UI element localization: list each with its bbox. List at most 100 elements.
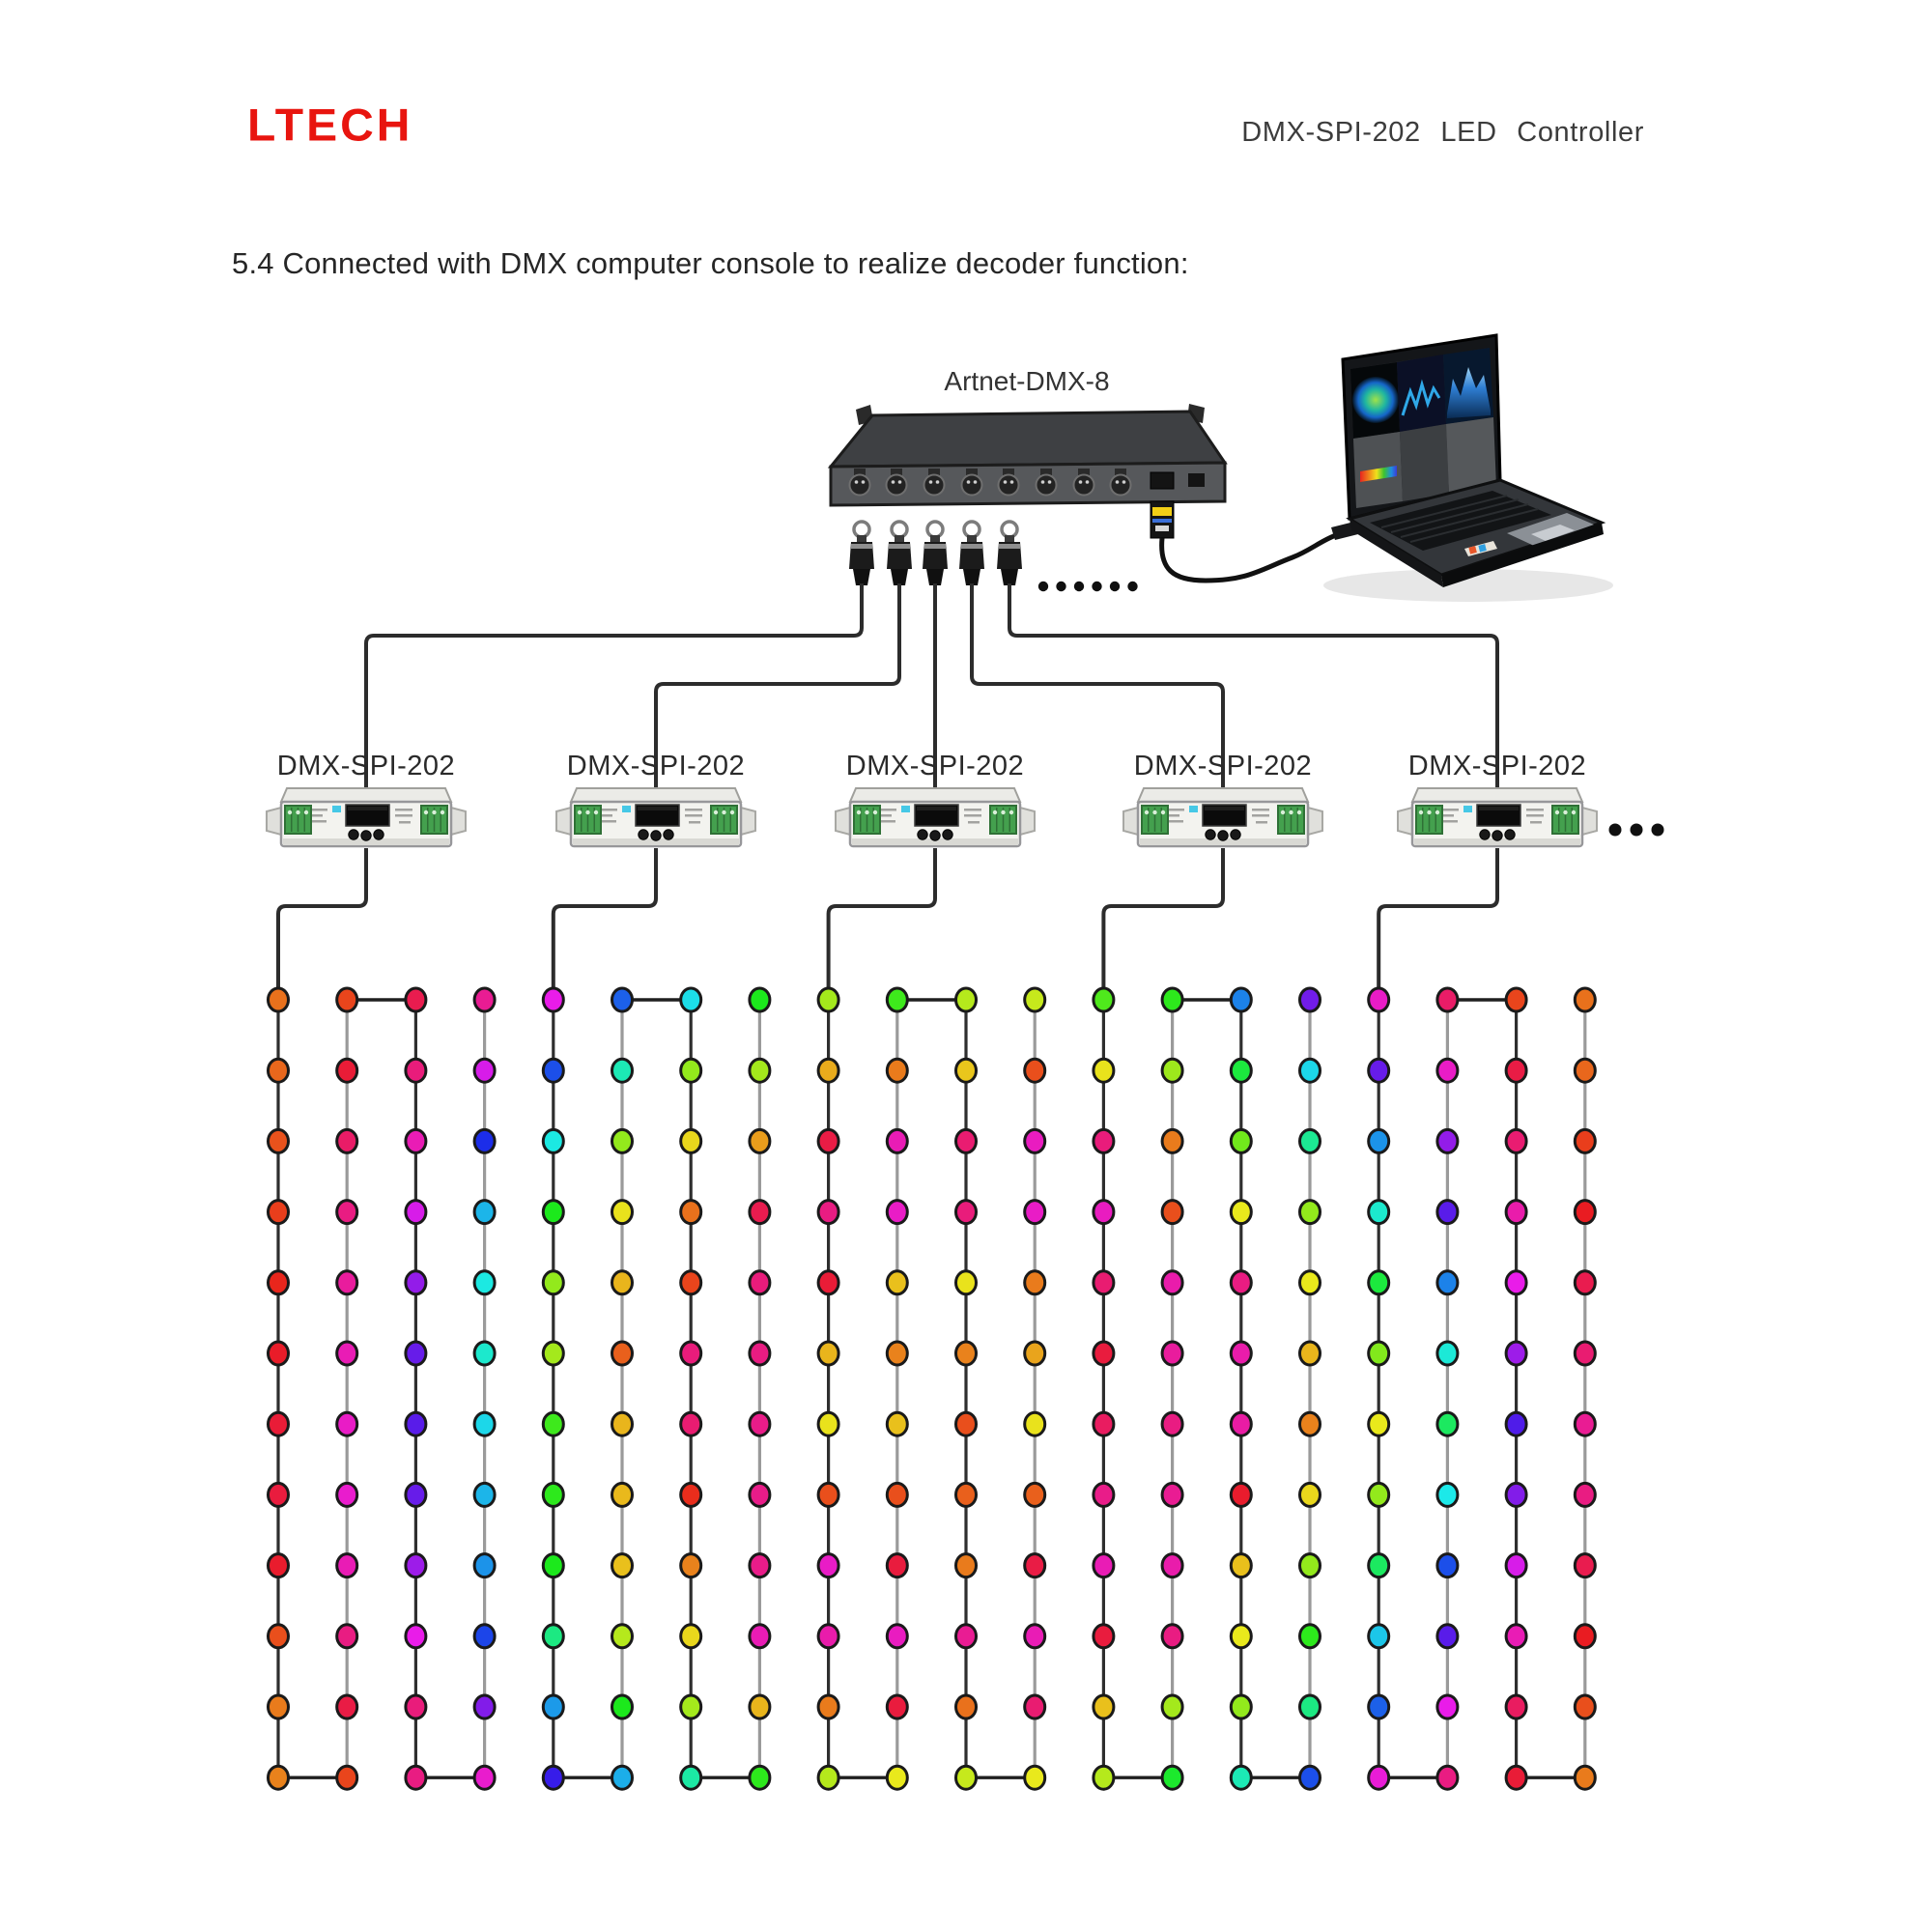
led-pixel (1435, 1764, 1460, 1791)
led-pixel (404, 1764, 428, 1791)
led-pixel (404, 1057, 428, 1084)
led-pixel (541, 1057, 565, 1084)
artnet-label: Artnet-DMX-8 (944, 366, 1109, 396)
led-pixel (335, 1340, 359, 1367)
led-pixel (748, 1552, 772, 1579)
led-pixel (1160, 1481, 1184, 1508)
rainbow-strip (1360, 466, 1397, 482)
led-pixel (1435, 1693, 1460, 1720)
led-pixel (1298, 1199, 1321, 1226)
led-pixel (816, 1623, 840, 1650)
led-pixel (1367, 1693, 1391, 1720)
led-pixel (335, 1693, 359, 1720)
ethernet-port (1150, 471, 1175, 490)
led-pixel (1160, 1410, 1184, 1437)
led-pixel (1573, 1199, 1597, 1226)
push-button (360, 830, 372, 841)
led-pixel (679, 986, 703, 1013)
led-pixel (472, 1057, 497, 1084)
dmx-swirl-visual (1352, 377, 1399, 423)
led-pixel (404, 1623, 428, 1650)
led-pixel (1504, 1199, 1528, 1226)
led-pixel (472, 1340, 497, 1367)
led-pixel (1092, 1410, 1116, 1437)
led-pixel (541, 1199, 565, 1226)
status-led (1463, 806, 1472, 812)
ellipsis-dot (1608, 823, 1622, 837)
led-pixel (267, 986, 290, 1013)
push-button (942, 829, 953, 840)
led-pixel (611, 1693, 634, 1720)
led-pixel (1298, 1481, 1321, 1508)
led-pixel (1298, 1764, 1321, 1791)
led-pixel (1573, 1623, 1597, 1650)
led-pixel (611, 1127, 634, 1154)
led-pixel (1298, 1269, 1321, 1296)
led-pixel (267, 1481, 290, 1508)
dmx-spi-202-controller: DMX-SPI-202 (266, 751, 467, 987)
led-pixel (1229, 1269, 1253, 1296)
led-pixel (1160, 1552, 1184, 1579)
led-pixel (1573, 1693, 1597, 1720)
led-pixel (1229, 1340, 1253, 1367)
ellipsis-dot (1651, 823, 1664, 837)
led-pixel (1573, 1552, 1597, 1579)
led-pixel (679, 1410, 703, 1437)
led-pixel (267, 1127, 290, 1154)
led-pixel (267, 1410, 290, 1437)
laptop-shadow (1323, 569, 1613, 602)
xlr-output-port (1035, 469, 1058, 497)
led-pixel (267, 1552, 290, 1579)
dmx-cable-4 (970, 583, 1225, 788)
led-pixel (885, 1057, 909, 1084)
led-pixel (1092, 1199, 1116, 1226)
led-pixel (748, 1623, 772, 1650)
led-pixel (885, 1340, 909, 1367)
led-pixel (1573, 1340, 1597, 1367)
ethernet-connector (1150, 500, 1175, 539)
led-pixel (679, 1127, 703, 1154)
led-pixel (748, 1693, 772, 1720)
led-pixel (1092, 1340, 1116, 1367)
laptop-cable (1159, 532, 1337, 583)
controller-label: DMX-SPI-202 (846, 751, 1024, 781)
controller-label: DMX-SPI-202 (277, 751, 455, 781)
ellipsis-dot (1037, 581, 1049, 592)
led-pixel (1229, 1693, 1253, 1720)
led-pixel (1229, 1552, 1253, 1579)
dmx-cable-2 (654, 583, 901, 788)
led-pixel (1023, 1764, 1047, 1791)
led-pixel (404, 1269, 428, 1296)
ellipsis-dot (1630, 823, 1643, 837)
led-pixel (472, 1410, 497, 1437)
led-pixel (1229, 986, 1253, 1013)
led-pixel (1229, 1410, 1253, 1437)
led-pixel (1367, 1127, 1391, 1154)
led-pixel (679, 1481, 703, 1508)
led-pixel (267, 1057, 290, 1084)
led-pixel (1092, 1127, 1116, 1154)
led-pixel (541, 1340, 565, 1367)
led-pixel (885, 1623, 909, 1650)
spi-output-wire (1377, 848, 1499, 987)
xlr-plug (887, 520, 912, 585)
device-top-face (827, 410, 1228, 469)
led-pixel (1504, 1127, 1528, 1154)
led-pixel-grid (267, 986, 1597, 1791)
ellipsis-dot (1092, 581, 1102, 592)
led-pixel (267, 1199, 290, 1226)
dmx-cables-to-controllers (364, 583, 1499, 788)
ltech-logo: LTECH (247, 100, 413, 152)
led-pixel (1298, 1340, 1321, 1367)
dmx-cable-5 (1008, 583, 1499, 788)
led-pixel (1298, 1623, 1321, 1650)
led-pixel (1367, 1199, 1391, 1226)
led-pixel (748, 986, 772, 1013)
led-pixel (1229, 1623, 1253, 1650)
led-pixel (472, 1552, 497, 1579)
led-pixel (1504, 1693, 1528, 1720)
push-button (638, 829, 649, 840)
led-pixel (885, 1552, 909, 1579)
push-button (1205, 829, 1216, 840)
